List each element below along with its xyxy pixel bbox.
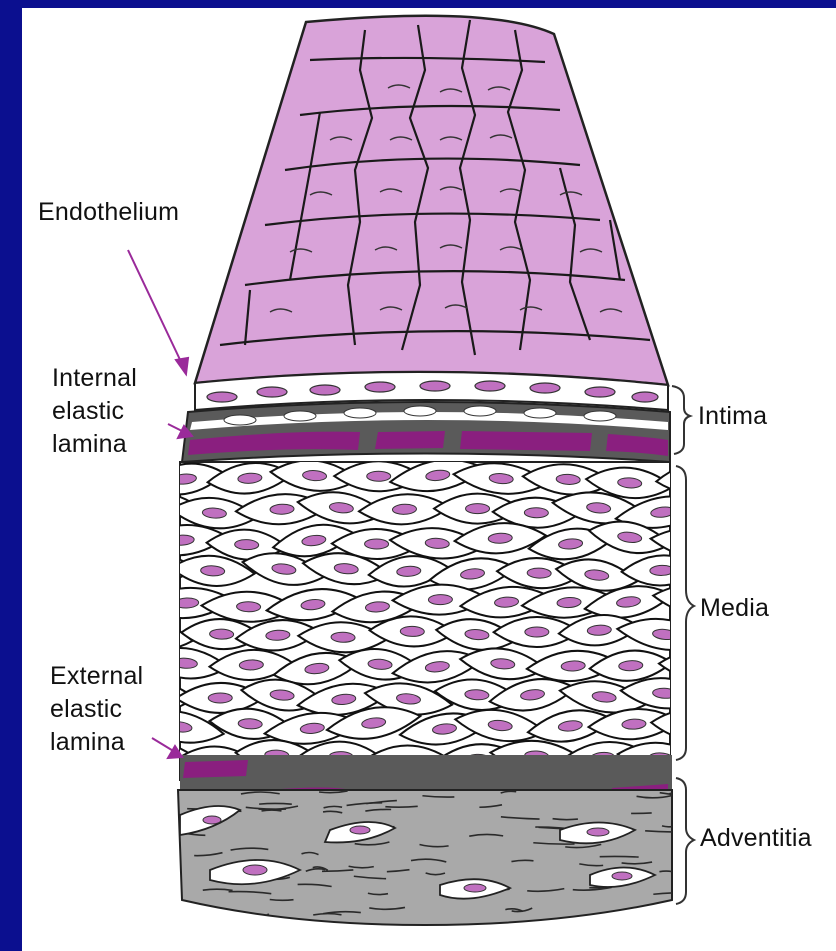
cell-nucleus bbox=[685, 538, 710, 550]
label-external-elastic-lamina: External elastic lamina bbox=[50, 660, 143, 759]
label-endothelium: Endothelium bbox=[38, 196, 179, 229]
collagen-fiber bbox=[600, 856, 639, 857]
intima-brace bbox=[672, 386, 690, 454]
cell-nucleus bbox=[331, 632, 355, 643]
internal-elastic-lamina-band bbox=[182, 402, 670, 462]
cell-nucleus bbox=[680, 719, 704, 730]
smooth-muscle-cell bbox=[687, 498, 779, 528]
adventitia-layer bbox=[178, 790, 696, 925]
cell-nucleus bbox=[400, 626, 424, 636]
cell-nucleus bbox=[721, 507, 745, 518]
cell-nucleus bbox=[235, 539, 259, 550]
label-internal-elastic-lamina: Internal elastic lamina bbox=[52, 362, 137, 461]
cell-nucleus bbox=[365, 539, 389, 549]
collagen-fiber bbox=[385, 806, 417, 807]
cell-nucleus bbox=[236, 601, 260, 611]
collagen-fiber bbox=[631, 813, 652, 814]
cell-nucleus bbox=[367, 471, 391, 481]
cell-nucleus bbox=[525, 627, 549, 637]
cell-nucleus bbox=[720, 754, 745, 765]
cell-nucleus bbox=[716, 625, 741, 638]
smooth-muscle-cell bbox=[659, 651, 744, 681]
adventitia-brace bbox=[676, 778, 694, 904]
collagen-fiber bbox=[270, 899, 294, 900]
collagen-fiber bbox=[259, 803, 292, 804]
cell-nucleus bbox=[716, 565, 741, 577]
cell-nucleus bbox=[527, 568, 551, 579]
smooth-muscle-cell bbox=[682, 681, 771, 712]
label-intima: Intima bbox=[698, 400, 767, 433]
collagen-fiber bbox=[653, 893, 696, 894]
cell-nucleus bbox=[141, 563, 165, 573]
cell-nucleus bbox=[714, 690, 739, 702]
collagen-fiber bbox=[645, 831, 686, 832]
smooth-muscle-cell bbox=[80, 464, 162, 494]
smooth-muscle-cell bbox=[80, 587, 162, 618]
label-adventitia: Adventitia bbox=[700, 822, 812, 855]
smooth-muscle-cell bbox=[79, 522, 164, 552]
endothelium-layer bbox=[195, 16, 668, 385]
cell-nucleus bbox=[466, 504, 490, 514]
label-media: Media bbox=[700, 592, 769, 625]
cell-nucleus bbox=[139, 503, 164, 515]
endothelium-arrow bbox=[128, 250, 183, 366]
endothelium-arrow-head bbox=[176, 358, 188, 374]
collagen-fiber bbox=[553, 819, 578, 820]
external-lamina-arrow bbox=[152, 738, 175, 752]
media-brace bbox=[676, 466, 694, 760]
layer-braces bbox=[672, 386, 694, 904]
cell-nucleus bbox=[209, 629, 233, 640]
cell-nucleus bbox=[689, 660, 713, 671]
media-smooth-muscle-layer bbox=[70, 460, 779, 780]
cell-nucleus bbox=[109, 474, 134, 485]
cell-nucleus bbox=[428, 594, 452, 604]
cell-nucleus bbox=[109, 532, 133, 543]
cell-nucleus bbox=[392, 504, 416, 515]
cell-nucleus bbox=[141, 691, 165, 702]
collagen-fiber bbox=[261, 810, 281, 811]
cell-nucleus bbox=[208, 693, 232, 703]
smooth-muscle-cell bbox=[690, 744, 773, 774]
smooth-muscle-cell bbox=[684, 555, 773, 586]
cell-nucleus bbox=[137, 628, 162, 641]
cell-nucleus bbox=[685, 472, 710, 484]
cell-nucleus bbox=[524, 508, 548, 518]
cell-nucleus bbox=[239, 660, 263, 671]
cell-nucleus bbox=[109, 596, 134, 608]
